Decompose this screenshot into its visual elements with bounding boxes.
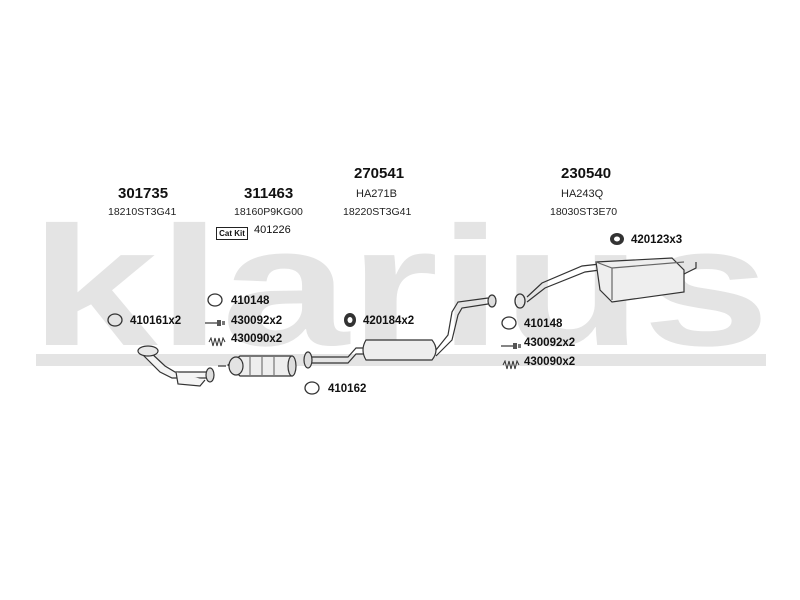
fitting-gasket-410162 bbox=[303, 380, 321, 401]
fitting-spring-430090 bbox=[208, 334, 226, 352]
fitting-label-430090x2: 430090x2 bbox=[231, 333, 283, 345]
fitting-gasket-410148-rear bbox=[500, 315, 518, 336]
gasket-ring-icon bbox=[304, 381, 320, 395]
fitting-gasket-410148 bbox=[206, 292, 224, 313]
bolt-icon bbox=[205, 320, 225, 326]
gasket-ring-icon bbox=[207, 293, 223, 307]
fitting-label-410161x2: 410161x2 bbox=[130, 315, 182, 327]
rear-silencer bbox=[526, 257, 697, 303]
fitting-label-430090x2-rear: 430090x2 bbox=[524, 356, 576, 368]
fitting-gasket-410161 bbox=[106, 312, 124, 333]
flange-gasket-icon bbox=[514, 293, 526, 309]
fitting-label-410148: 410148 bbox=[231, 295, 270, 307]
oe-number-downpipe: 18210ST3G41 bbox=[108, 206, 177, 218]
bolt-icon bbox=[501, 343, 521, 349]
fitting-label-430092x2-rear: 430092x2 bbox=[524, 337, 576, 349]
part-number-downpipe: 301735 bbox=[118, 185, 169, 202]
spring-icon bbox=[208, 336, 226, 347]
middle-silencer bbox=[303, 294, 497, 369]
fitting-bolt-430092 bbox=[203, 315, 227, 333]
rubber-mount-icon bbox=[344, 313, 356, 327]
fitting-label-410162: 410162 bbox=[328, 383, 367, 395]
cat-kit-number: 401226 bbox=[254, 224, 291, 236]
front-downpipe bbox=[137, 345, 215, 387]
gasket-ring-icon bbox=[107, 313, 123, 327]
fitting-rubber-420123 bbox=[608, 231, 626, 252]
fitting-label-420184x2: 420184x2 bbox=[363, 315, 415, 327]
fitting-label-430092x2: 430092x2 bbox=[231, 315, 283, 327]
part-number-middle-silencer: 270541 bbox=[354, 165, 405, 182]
oe-code-rear-silencer: HA243Q bbox=[561, 188, 604, 200]
oe-number-catalyst: 18160P9KG00 bbox=[234, 206, 303, 218]
cat-kit-badge: Cat Kit bbox=[216, 227, 248, 240]
fitting-rubber-420184 bbox=[342, 311, 358, 334]
fitting-flange-gasket bbox=[512, 292, 528, 315]
part-number-rear-silencer: 230540 bbox=[561, 165, 612, 182]
gasket-ring-icon bbox=[501, 316, 517, 330]
part-number-catalyst: 311463 bbox=[244, 185, 294, 202]
spring-icon bbox=[502, 359, 520, 370]
fitting-spring-430090-rear bbox=[502, 357, 520, 375]
oe-number-rear-silencer: 18030ST3E70 bbox=[550, 206, 618, 218]
catalytic-converter bbox=[218, 355, 297, 377]
rubber-mount-icon bbox=[610, 233, 624, 245]
fitting-label-420123x3: 420123x3 bbox=[631, 234, 683, 246]
fitting-bolt-430092-rear bbox=[499, 338, 523, 356]
fitting-label-410148-rear: 410148 bbox=[524, 318, 563, 330]
oe-number-middle-silencer: 18220ST3G41 bbox=[343, 206, 412, 218]
oe-code-middle-silencer: HA271B bbox=[356, 188, 397, 200]
